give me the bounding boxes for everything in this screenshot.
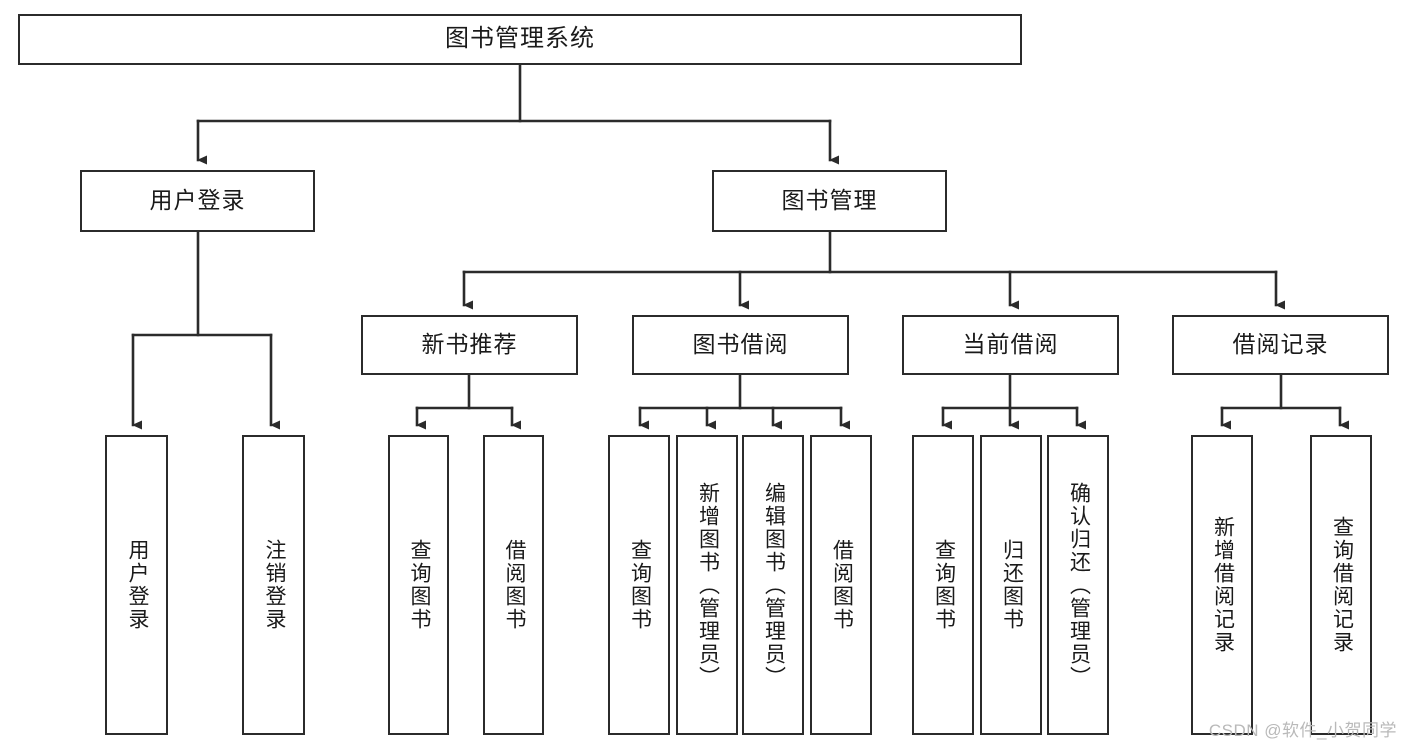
leaf-label: 查询图书: [932, 539, 956, 631]
node-user-login[interactable]: 用户登录: [80, 170, 315, 232]
csdn-watermark: CSDN @软件_小贺同学: [1208, 721, 1397, 740]
leaf-query-book-current[interactable]: 查询图书: [912, 435, 974, 735]
leaf-label: 借阅图书: [502, 539, 526, 631]
leaf-add-borrow-record[interactable]: 新增借阅记录: [1191, 435, 1253, 735]
node-current-borrow[interactable]: 当前借阅: [902, 315, 1119, 375]
leaf-label: 归还图书: [1000, 539, 1024, 631]
node-root-system[interactable]: 图书管理系统: [18, 14, 1022, 65]
leaf-label: 确认归还（管理员）: [1067, 481, 1091, 689]
leaf-add-book-admin[interactable]: 新增图书（管理员）: [676, 435, 738, 735]
leaf-label: 用户登录: [125, 539, 149, 631]
leaf-return-book[interactable]: 归还图书: [980, 435, 1042, 735]
node-book-manage[interactable]: 图书管理: [712, 170, 947, 232]
leaf-query-book-new[interactable]: 查询图书: [388, 435, 449, 735]
leaf-label: 新增图书（管理员）: [696, 481, 720, 689]
node-new-book-recommend[interactable]: 新书推荐: [361, 315, 578, 375]
leaf-edit-book-admin[interactable]: 编辑图书（管理员）: [742, 435, 804, 735]
leaf-label: 查询图书: [628, 539, 652, 631]
leaf-logout-login[interactable]: 注销登录: [242, 435, 305, 735]
leaf-user-login[interactable]: 用户登录: [105, 435, 168, 735]
leaf-label: 编辑图书（管理员）: [762, 481, 786, 689]
leaf-confirm-return-admin[interactable]: 确认归还（管理员）: [1047, 435, 1109, 735]
leaf-label: 查询图书: [407, 539, 431, 631]
leaf-borrow-book-new[interactable]: 借阅图书: [483, 435, 544, 735]
node-borrow-record[interactable]: 借阅记录: [1172, 315, 1389, 375]
node-book-borrow[interactable]: 图书借阅: [632, 315, 849, 375]
leaf-label: 借阅图书: [830, 539, 854, 631]
leaf-label: 查询借阅记录: [1330, 516, 1354, 654]
leaf-query-book-borrow[interactable]: 查询图书: [608, 435, 670, 735]
leaf-borrow-book[interactable]: 借阅图书: [810, 435, 872, 735]
leaf-query-borrow-record[interactable]: 查询借阅记录: [1310, 435, 1372, 735]
leaf-label: 新增借阅记录: [1211, 516, 1235, 654]
leaf-label: 注销登录: [262, 539, 286, 631]
